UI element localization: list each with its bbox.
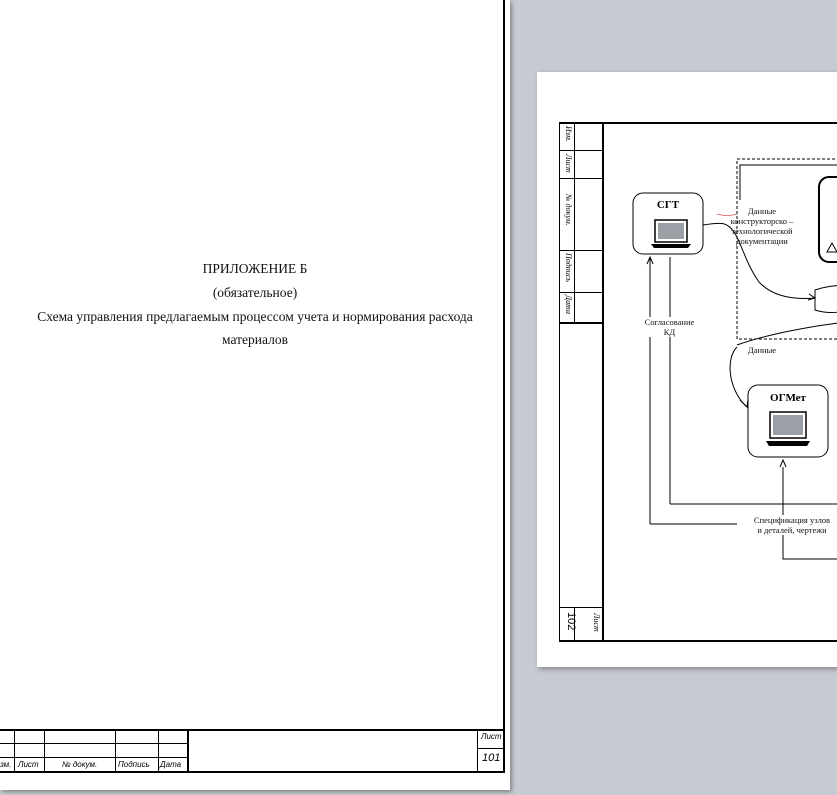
document-page-102: Изм. Лист № докум. Подпись Дата Лист 102 bbox=[537, 72, 837, 667]
spec-label: Спецификация узлов и деталей, чертежи bbox=[737, 515, 837, 535]
approval-label: Согласование КД bbox=[632, 317, 707, 337]
process-diagram bbox=[632, 158, 837, 560]
document-page-101: ПРИЛОЖЕНИЕ Б (обязательное) Схема управл… bbox=[0, 0, 510, 790]
appendix-heading: ПРИЛОЖЕНИЕ Б bbox=[202, 261, 308, 276]
kd-system-boundary bbox=[736, 158, 837, 340]
sgt-label: СГТ bbox=[656, 199, 680, 211]
ogmet-label: ОГМет bbox=[770, 392, 806, 404]
appendix-caption-line-1: Схема управления предлагаемым процессом … bbox=[37, 309, 473, 324]
kd-data-label: Данные конструкторско – технологической … bbox=[730, 206, 794, 246]
appendix-subheading: (обязательное) bbox=[212, 285, 298, 300]
stamp-signature-label: Подпись bbox=[118, 760, 150, 769]
stamp-izm-label: зм. bbox=[0, 760, 12, 769]
stamp-doc-no-label: № докум. bbox=[62, 760, 98, 769]
stamp-sheet-label: Лист bbox=[481, 732, 502, 741]
stamp-date-label: Дата bbox=[160, 760, 182, 769]
db-server-box bbox=[818, 176, 837, 263]
ogmet-node bbox=[747, 384, 829, 458]
sgt-node bbox=[632, 192, 704, 255]
data-label: Данные bbox=[747, 345, 777, 355]
stamp-sheet-number: 101 bbox=[482, 752, 501, 764]
appendix-caption-line-2: материалов bbox=[222, 332, 288, 347]
stamp-list-label: Лист bbox=[18, 760, 39, 769]
database-cylinder bbox=[814, 285, 837, 313]
